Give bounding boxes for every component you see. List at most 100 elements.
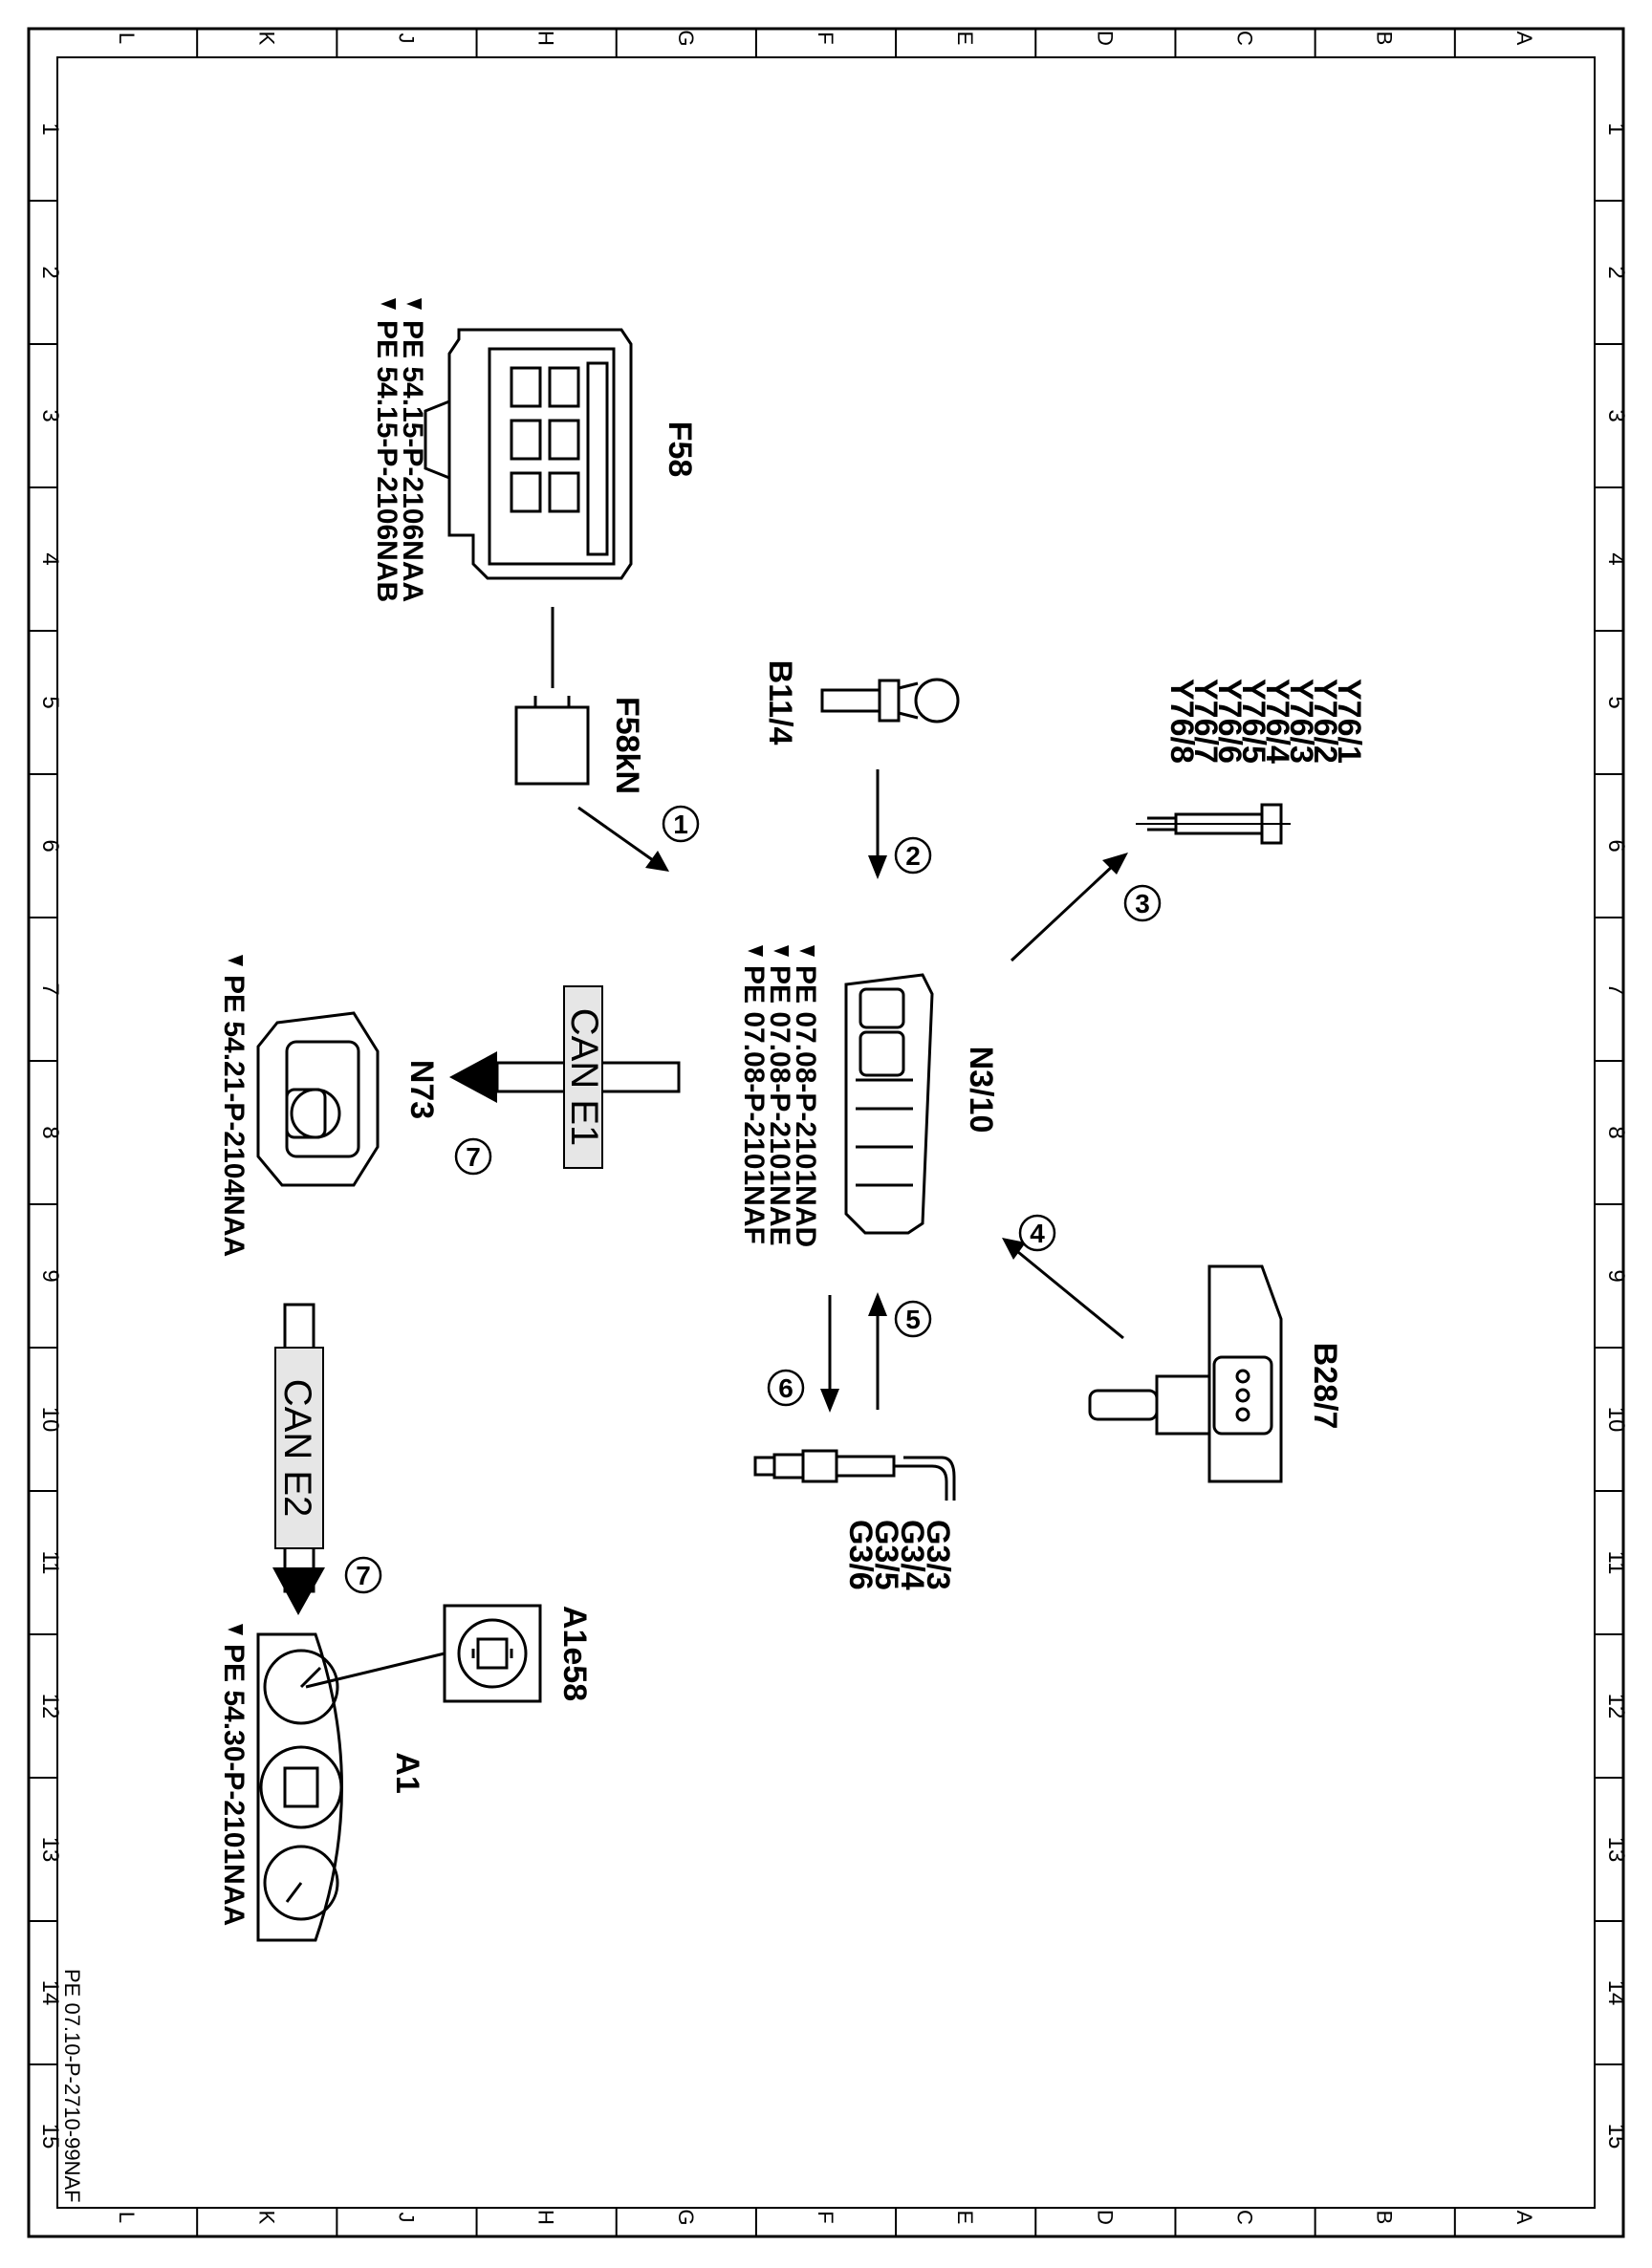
a1e58-indicator-lamp[interactable]: [305, 1604, 542, 1703]
grid-letter-h-bottom: H: [534, 2210, 558, 2225]
f58-label: F58: [662, 421, 698, 478]
reference-hand-icon: [228, 1624, 243, 1635]
grid-number-10-left: 10: [37, 1407, 63, 1433]
y76-labels: Y76/1 Y76/2 Y76/3 Y76/4 Y76/5 Y76/6 Y76/…: [1163, 679, 1367, 764]
y76-injector[interactable]: [1136, 803, 1291, 845]
grid-letter-b-bottom: B: [1373, 2211, 1397, 2225]
g3-label-3: G3/5: [868, 1520, 904, 1590]
grid-number-3-left: 3: [37, 409, 63, 421]
f58-fuse-relay-box[interactable]: [424, 328, 633, 580]
grid-number-11-right: 11: [1603, 1551, 1629, 1575]
inner-frame: [56, 56, 1596, 2209]
grid-number-3-right: 3: [1603, 409, 1629, 421]
y76-label-2: Y76/2: [1307, 679, 1343, 764]
n73-label: N73: [403, 1060, 440, 1119]
f58kn-relay[interactable]: [514, 696, 590, 786]
a1-label: A1: [389, 1752, 425, 1793]
grid-number-6-right: 6: [1603, 839, 1629, 852]
y76-label-1: Y76/1: [1331, 679, 1367, 764]
grid-number-11-left: 11: [37, 1551, 63, 1575]
signal-arrow-5: 5: [868, 1292, 932, 1410]
grid-letter-k-bottom: K: [254, 2211, 278, 2225]
signal-7b-label: 7: [356, 1561, 371, 1590]
grid-letter-l-top: L: [115, 32, 139, 44]
grid-number-13-right: 13: [1603, 1837, 1629, 1863]
g3-label-2: G3/4: [894, 1520, 930, 1590]
a1-ref-1: PE 54.30-P-2101NAA: [218, 1644, 250, 1926]
grid-number-14-right: 14: [1603, 1980, 1629, 2006]
a1-labels: A1 PE 54.30-P-2101NAA: [218, 1624, 425, 1926]
n73-ref-1: PE 54.21-P-2104NAA: [218, 975, 250, 1257]
n3-10-engine-control-unit[interactable]: [844, 973, 934, 1235]
signal-2-label: 2: [905, 841, 921, 871]
grid-number-8-left: 8: [37, 1126, 63, 1138]
grid-number-4-right: 4: [1603, 552, 1629, 565]
reference-hand-icon: [748, 945, 815, 957]
a1-instrument-cluster[interactable]: [256, 1632, 343, 1942]
grid-number-6-left: 6: [37, 839, 63, 852]
grid-letter-d-top: D: [1093, 31, 1117, 46]
grid-number-13-left: 13: [37, 1837, 63, 1863]
n73-ignition-switch[interactable]: [256, 1011, 380, 1187]
signal-arrow-1: 1: [577, 805, 700, 872]
n3-10-ref-1: PE 07.08-P-2101NAD: [790, 965, 821, 1247]
grid-letter-a-top: A: [1512, 32, 1536, 46]
grid-number-15-right: 15: [1603, 2124, 1629, 2149]
n73-labels: N73 PE 54.21-P-2104NAA: [218, 955, 440, 1257]
can-e2-bus-arrow: CAN E2 7: [272, 1303, 382, 1615]
grid-letter-j-bottom: J: [394, 2213, 418, 2223]
signal-6-label: 6: [778, 1373, 793, 1403]
grid-number-7-left: 7: [37, 983, 63, 995]
grid-letter-f-top: F: [814, 32, 837, 44]
outer-frame: [27, 27, 1625, 2238]
grid-letter-b-top: B: [1373, 32, 1397, 46]
signal-arrow-6: 6: [767, 1295, 839, 1413]
signal-7a-label: 7: [466, 1142, 481, 1172]
y76-label-4: Y76/4: [1259, 679, 1295, 764]
n3-10-ref-2: PE 07.08-P-2101NAE: [764, 965, 795, 1246]
signal-1-label: 1: [673, 810, 688, 839]
grid-number-15-left: 15: [37, 2124, 63, 2149]
g3-oxygen-sensor[interactable]: [753, 1449, 956, 1501]
grid-number-5-right: 5: [1603, 696, 1629, 708]
grid-number-7-right: 7: [1603, 983, 1629, 995]
signal-arrow-2: 2: [868, 769, 932, 879]
grid-letter-g-bottom: G: [674, 2209, 698, 2225]
grid-number-14-left: 14: [37, 1980, 63, 2006]
reference-hand-icon: [228, 955, 243, 966]
grid-number-8-right: 8: [1603, 1126, 1629, 1138]
grid-number-5-left: 5: [37, 696, 63, 708]
y76-label-6: Y76/6: [1211, 679, 1248, 764]
grid-letter-e-bottom: E: [953, 2211, 977, 2225]
f58-ref-2: PE 54.15-P-2106NAB: [371, 320, 402, 602]
signal-arrow-4: 4: [1002, 1214, 1124, 1340]
signal-5-label: 5: [905, 1305, 921, 1334]
grid-letter-l-bottom: L: [115, 2212, 139, 2223]
signal-arrow-3: 3: [1010, 853, 1162, 962]
grid-number-1-left: 1: [37, 122, 63, 135]
document-id: PE 07.10-P-2710-99NAF: [60, 1969, 84, 2203]
y76-label-7: Y76/7: [1187, 679, 1224, 764]
f58-ref-1: PE 54.15-P-2106NAA: [397, 320, 428, 602]
grid-number-1-right: 1: [1603, 122, 1629, 135]
grid-letter-j-top: J: [394, 33, 418, 44]
grid-number-2-right: 2: [1603, 266, 1629, 278]
b28-7-pressure-sensor[interactable]: [1088, 1264, 1283, 1483]
can-e2-label: CAN E2: [276, 1379, 318, 1518]
b11-4-temp-sensor[interactable]: [820, 678, 960, 724]
g3-label-4: G3/6: [842, 1520, 879, 1590]
b28-7-label: B28/7: [1307, 1343, 1343, 1430]
g3-labels: G3/3 G3/4 G3/5 G3/6: [842, 1520, 956, 1590]
a1e58-label: A1e58: [556, 1606, 593, 1701]
n3-10-label: N3/10: [963, 1047, 999, 1134]
grid-number-12-left: 12: [37, 1694, 63, 1719]
grid-letter-k-top: K: [254, 32, 278, 46]
g3-label-1: G3/3: [920, 1520, 956, 1590]
n3-10-ref-3: PE 07.08-P-2101NAF: [738, 965, 770, 1244]
grid-number-9-left: 9: [37, 1269, 63, 1282]
grid-letter-h-top: H: [534, 31, 558, 46]
n3-10-labels: N3/10 PE 07.08-P-2101NAD PE 07.08-P-2101…: [738, 945, 999, 1247]
